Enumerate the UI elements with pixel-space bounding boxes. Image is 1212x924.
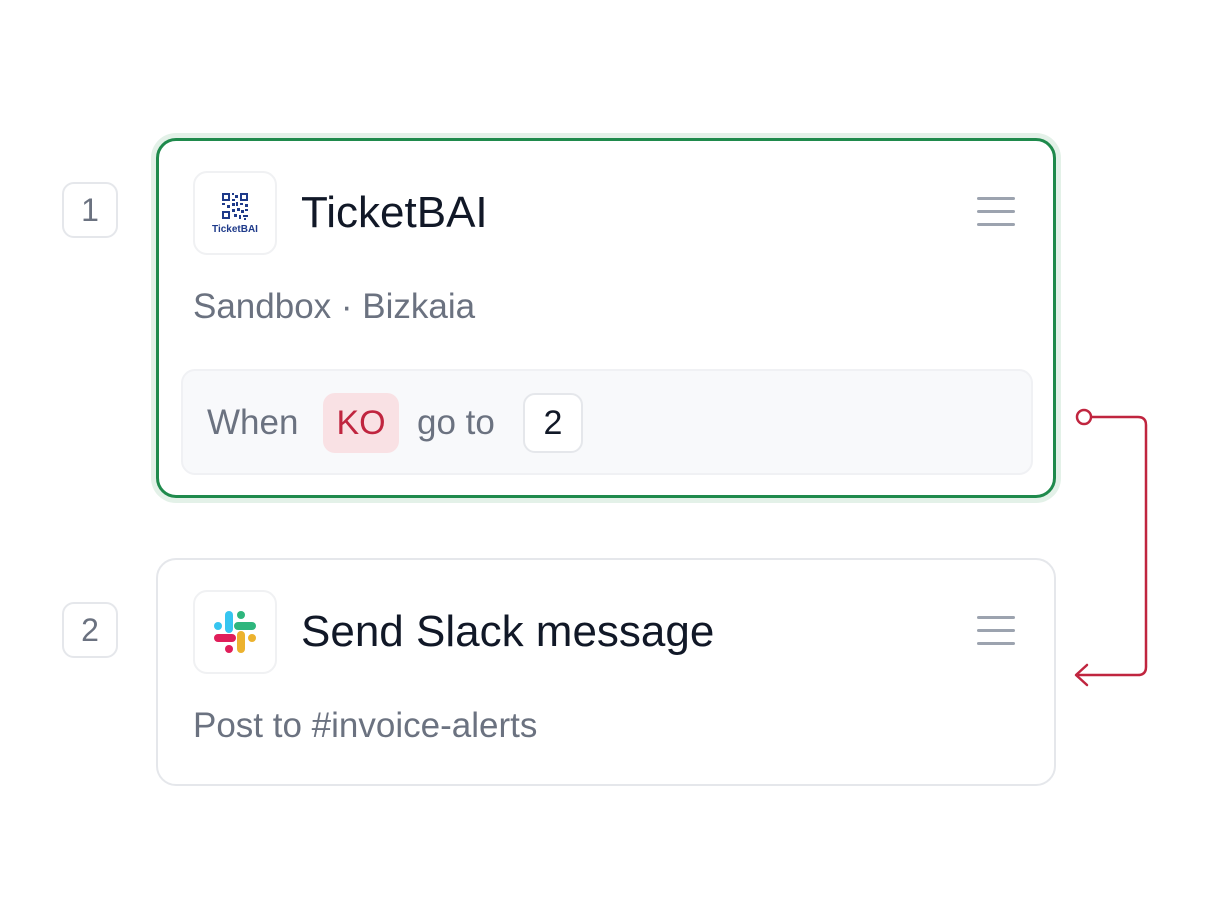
step-title: TicketBAI xyxy=(301,188,488,237)
branch-rule: When KO go to 2 xyxy=(181,369,1033,475)
step-number-label: 1 xyxy=(81,191,99,228)
ticketbai-logo-svg: TicketBAI xyxy=(212,193,258,235)
step-number-label: 2 xyxy=(81,611,99,648)
step-subtitle: Sandbox · Bizkaia xyxy=(193,287,476,326)
connector-line xyxy=(1078,415,1148,677)
step-number-1: 1 xyxy=(62,182,118,238)
status-chip-ko[interactable]: KO xyxy=(323,393,399,453)
drag-handle-icon[interactable] xyxy=(977,616,1015,646)
drag-handle-icon[interactable] xyxy=(977,197,1015,227)
connector-arrow-icon xyxy=(1074,663,1089,687)
step-subtitle: Post to #invoice-alerts xyxy=(193,706,538,745)
ticketbai-logo-text: TicketBAI xyxy=(212,224,258,235)
slack-logo-icon xyxy=(193,590,277,674)
step-title: Send Slack message xyxy=(301,607,715,656)
slack-logo-svg xyxy=(214,611,257,653)
connector-start-dot xyxy=(1075,408,1093,426)
rule-when-label: When xyxy=(207,403,299,442)
goto-target-step[interactable]: 2 xyxy=(523,393,583,453)
step-number-2: 2 xyxy=(62,602,118,658)
rule-goto-label: go to xyxy=(417,403,495,442)
ticketbai-logo-icon: TicketBAI xyxy=(193,171,277,255)
step-card-slack[interactable]: Send Slack message Post to #invoice-aler… xyxy=(156,558,1056,786)
step-card-ticketbai[interactable]: TicketBAI TicketBAI Sandbox · Bizkaia Wh… xyxy=(156,138,1056,498)
